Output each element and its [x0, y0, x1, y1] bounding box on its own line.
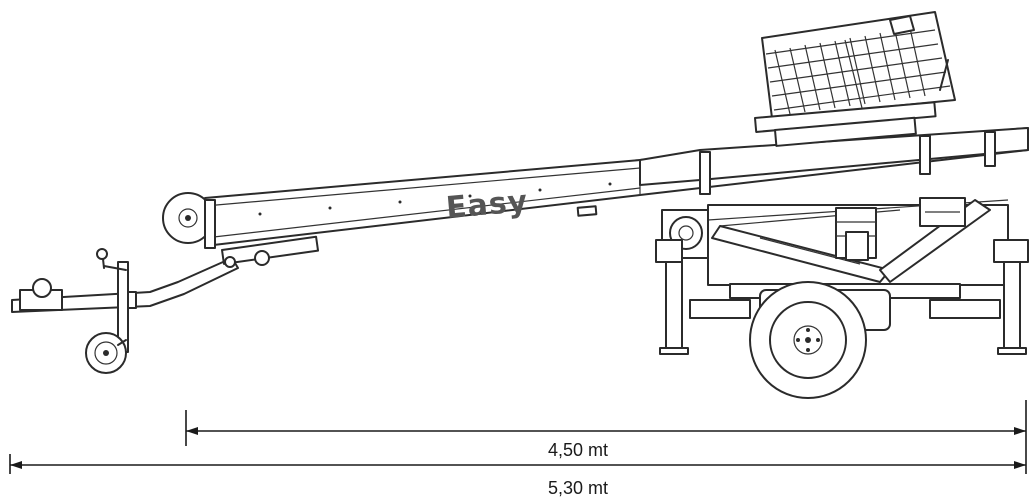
dimension-outer-label: 5,30 mt [548, 478, 608, 498]
stabiliser-leg-rear [993, 239, 1029, 355]
dimension-inner [185, 400, 1027, 446]
mesh-guard-panel [754, 11, 956, 147]
boom-rivets [258, 182, 612, 216]
dimension-outer [9, 446, 1027, 474]
rear-pulley [162, 192, 216, 249]
brand-label: Easy [445, 184, 530, 226]
dimension-inner-label: 4,50 mt [548, 440, 608, 460]
stabiliser-leg-front [655, 239, 689, 355]
tow-drawbar [11, 235, 320, 313]
jockey-wheel [85, 248, 129, 374]
electric-motor [835, 197, 966, 261]
main-wheel [749, 281, 891, 399]
conveyor-boom [204, 127, 1029, 247]
